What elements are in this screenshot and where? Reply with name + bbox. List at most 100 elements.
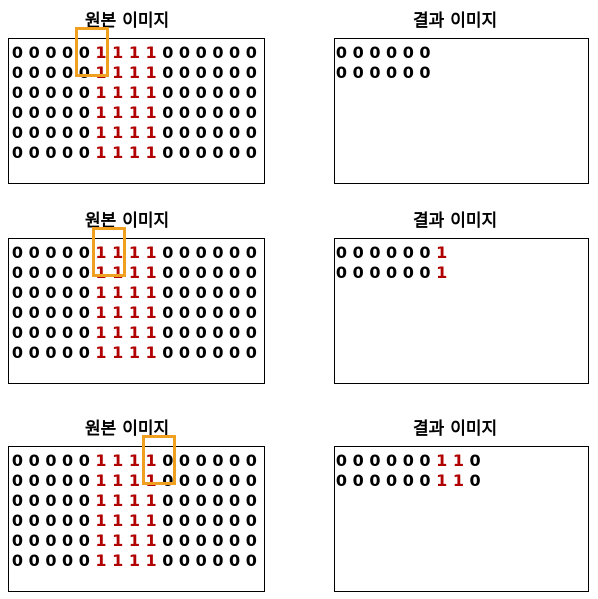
pixel-value: 0 <box>469 451 481 470</box>
pixel-value: 0 <box>45 531 57 550</box>
pixel-value: 0 <box>178 551 191 570</box>
pixel-value: 0 <box>212 63 224 82</box>
pixel-value: 0 <box>45 511 57 530</box>
pixel-value: 0 <box>62 511 74 530</box>
pixel-value: 0 <box>78 451 90 470</box>
pixel-value: 1 <box>95 243 107 262</box>
pixel-value: 0 <box>245 343 257 362</box>
pixel-value: 0 <box>45 123 57 142</box>
pixel-value: 0 <box>245 323 257 342</box>
pixel-value: 0 <box>386 263 398 282</box>
pixel-value: 1 <box>145 451 157 470</box>
pixel-value: 0 <box>419 63 431 82</box>
pixel-value: 0 <box>11 511 24 530</box>
pixel-value: 0 <box>212 243 224 262</box>
pixel-value: 0 <box>229 263 241 282</box>
pixel-value: 0 <box>178 531 191 550</box>
pixel-value: 0 <box>28 283 40 302</box>
pixel-value: 1 <box>128 451 140 470</box>
pixel-value: 0 <box>162 471 174 490</box>
pixel-value: 0 <box>212 143 224 162</box>
pixel-value: 0 <box>11 303 24 322</box>
pixel-value: 0 <box>195 511 207 530</box>
pixel-value: 0 <box>419 451 431 470</box>
pixel-value: 0 <box>402 471 414 490</box>
pixel-value: 0 <box>11 263 24 282</box>
pixel-value: 0 <box>162 531 174 550</box>
pixel-value: 1 <box>95 43 107 62</box>
pixel-value: 0 <box>178 451 191 470</box>
pixel-value: 0 <box>469 471 481 490</box>
pixel-value: 1 <box>436 243 448 262</box>
pixel-value: 1 <box>145 511 157 530</box>
pixel-value: 0 <box>45 323 57 342</box>
pixel-value: 0 <box>178 243 191 262</box>
pixel-value: 1 <box>128 471 140 490</box>
pixel-value: 0 <box>28 123 40 142</box>
pixel-value: 0 <box>162 123 174 142</box>
pixel-value: 0 <box>212 123 224 142</box>
pixel-value: 0 <box>212 263 224 282</box>
pixel-value: 0 <box>245 263 257 282</box>
pixel-value: 0 <box>369 243 381 262</box>
pixel-value: 1 <box>112 551 124 570</box>
pixel-value: 0 <box>352 63 364 82</box>
pixel-value: 0 <box>229 43 241 62</box>
pixel-value: 0 <box>195 323 207 342</box>
pixel-value: 0 <box>229 511 241 530</box>
pixel-value: 0 <box>195 63 207 82</box>
pixel-value: 0 <box>62 103 74 122</box>
pixel-value: 0 <box>78 123 90 142</box>
pixel-value: 1 <box>95 531 107 550</box>
pixel-value: 0 <box>178 491 191 510</box>
pixel-value: 0 <box>245 491 257 510</box>
pixel-value: 0 <box>352 471 364 490</box>
pixel-value: 0 <box>195 263 207 282</box>
pixel-value: 0 <box>195 343 207 362</box>
pixel-value: 1 <box>128 491 140 510</box>
pixel-value: 0 <box>45 491 57 510</box>
pixel-value: 0 <box>178 123 191 142</box>
pixel-value: 0 <box>212 283 224 302</box>
pixel-value: 1 <box>128 63 140 82</box>
pixel-value: 0 <box>45 83 57 102</box>
pixel-value: 0 <box>229 303 241 322</box>
pixel-value: 1 <box>145 123 157 142</box>
pixel-value: 0 <box>28 451 40 470</box>
pixel-value: 1 <box>112 511 124 530</box>
pixel-value: 0 <box>212 43 224 62</box>
pixel-value: 1 <box>112 323 124 342</box>
pixel-value: 0 <box>229 471 241 490</box>
pixel-value: 1 <box>145 103 157 122</box>
pixel-value: 0 <box>28 263 40 282</box>
pixel-value: 1 <box>112 103 124 122</box>
pixel-value: 0 <box>78 511 90 530</box>
pixel-value: 1 <box>112 43 124 62</box>
pixel-value: 1 <box>145 343 157 362</box>
pixel-value: 0 <box>62 471 74 490</box>
pixel-value: 0 <box>419 43 431 62</box>
pixel-value: 0 <box>162 451 174 470</box>
pixel-value: 0 <box>45 283 57 302</box>
pixel-value: 0 <box>178 103 191 122</box>
pixel-value: 0 <box>11 323 24 342</box>
pixel-value: 1 <box>95 323 107 342</box>
pixel-value: 1 <box>112 143 124 162</box>
pixel-value: 0 <box>229 123 241 142</box>
pixel-value: 0 <box>195 303 207 322</box>
pixel-value: 0 <box>45 451 57 470</box>
pixel-value: 0 <box>245 123 257 142</box>
pixel-value: 1 <box>436 471 448 490</box>
pixel-value: 1 <box>145 43 157 62</box>
pixel-value: 0 <box>386 451 398 470</box>
pixel-value: 1 <box>112 63 124 82</box>
pixel-value: 0 <box>229 343 241 362</box>
pixel-value: 1 <box>128 283 140 302</box>
pixel-value: 1 <box>145 471 157 490</box>
pixel-value: 1 <box>128 551 140 570</box>
pixel-value: 1 <box>112 243 124 262</box>
pixel-value: 0 <box>386 471 398 490</box>
